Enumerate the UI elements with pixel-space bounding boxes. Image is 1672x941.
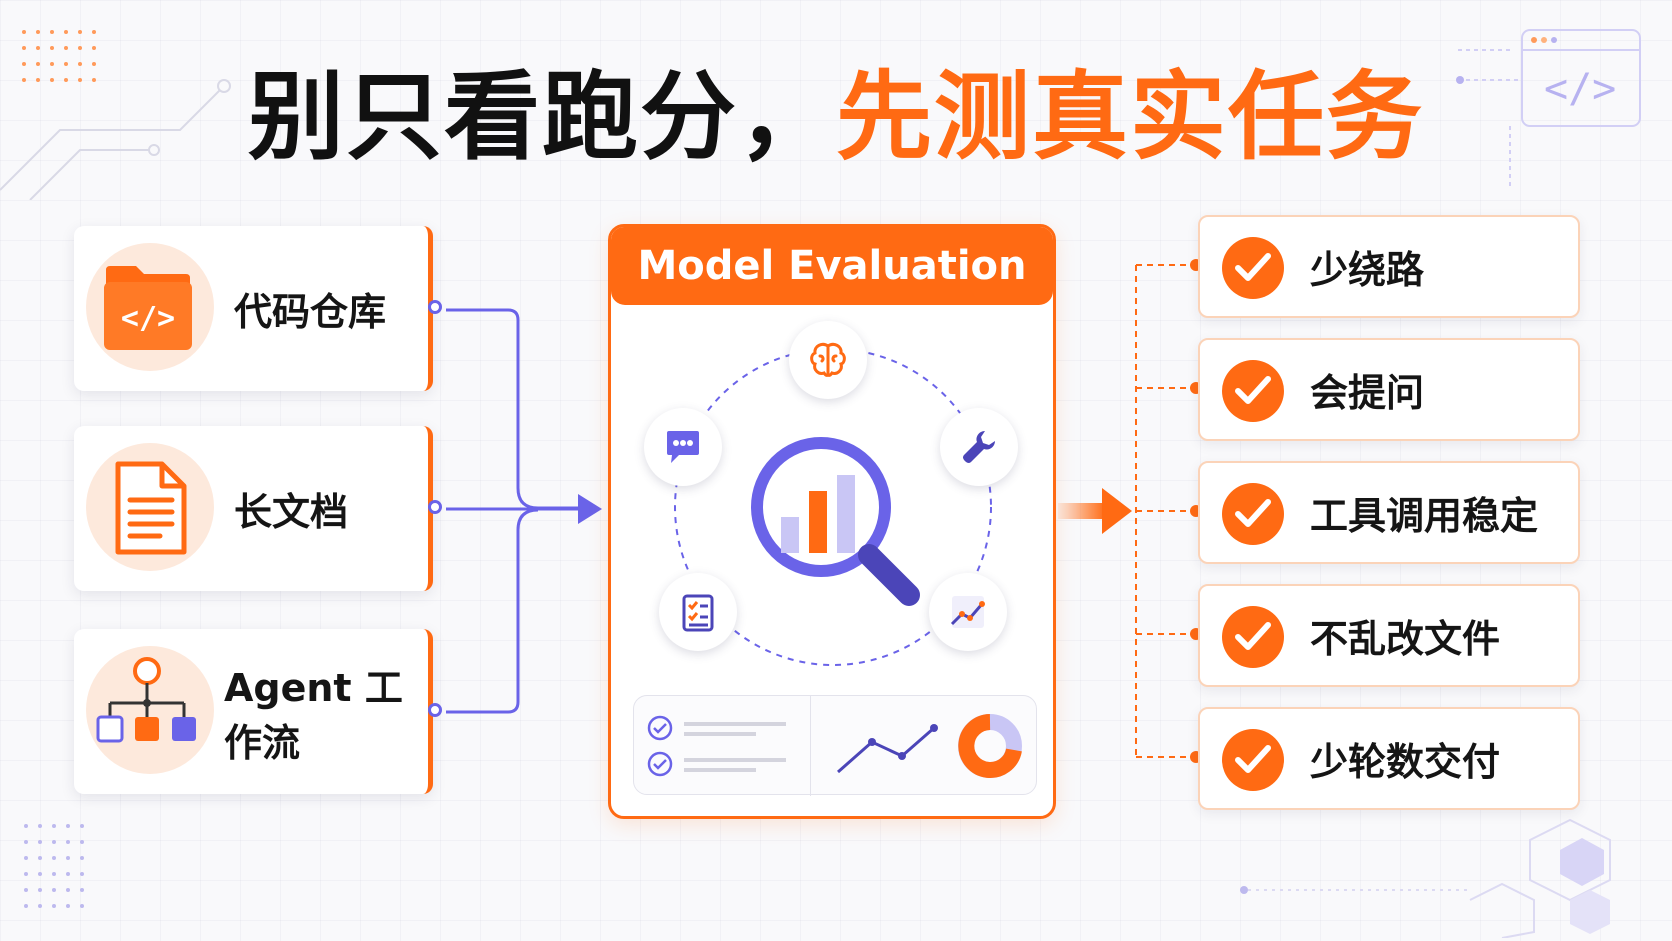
check-circle xyxy=(1222,237,1284,299)
brain-icon xyxy=(810,342,846,377)
input-label: Agent 工作流 xyxy=(224,665,403,765)
dashboard-divider xyxy=(810,696,811,796)
title-part-accent: 先测真实任务 xyxy=(836,61,1424,173)
checkmark-icon xyxy=(1235,745,1271,773)
outcome-label: 会提问 xyxy=(1310,371,1425,415)
workflow-icon xyxy=(96,657,196,743)
evaluation-output-arrow xyxy=(1058,488,1132,534)
outcome-label: 工具调用稳定 xyxy=(1310,494,1539,538)
input-label: 长文档 xyxy=(234,490,349,534)
checkmark-icon xyxy=(1235,376,1271,404)
magnifier-bar-chart-icon xyxy=(751,437,920,606)
outcome-label: 不乱改文件 xyxy=(1310,617,1501,661)
decor-code-window-top-right: </> xyxy=(1456,29,1641,186)
code-folder-icon: </> xyxy=(104,266,192,350)
node-chat xyxy=(644,408,722,486)
node-wrench xyxy=(940,408,1018,486)
outcome-card-no-random-edits: 不乱改文件 xyxy=(1198,584,1580,687)
input-card-long-doc: 长文档 xyxy=(74,426,442,591)
connector-arrow-head xyxy=(578,494,602,524)
connector-port xyxy=(428,703,442,717)
check-circle xyxy=(1222,606,1284,668)
node-trend xyxy=(929,573,1007,651)
evaluation-header: Model Evaluation xyxy=(611,227,1053,305)
connector-code-repo xyxy=(446,308,580,510)
outcome-card-stable-tool-calls: 工具调用稳定 xyxy=(1198,461,1580,564)
model-evaluation-panel: Model Evaluation xyxy=(608,224,1056,819)
decor-dots-top-left xyxy=(22,30,96,82)
connector-port xyxy=(428,300,442,314)
evaluation-dashboard xyxy=(633,695,1037,796)
outcome-label: 少绕路 xyxy=(1310,248,1425,292)
check-circle xyxy=(1222,483,1284,545)
input-label: 代码仓库 xyxy=(234,290,387,334)
checklist-icon xyxy=(682,594,714,632)
check-circle xyxy=(1222,729,1284,791)
chat-bubble-icon xyxy=(667,431,699,463)
line-chart-mini-icon xyxy=(837,724,938,774)
node-checklist xyxy=(659,573,737,651)
title-part-dark: 别只看跑分， xyxy=(248,61,836,173)
input-card-agent-workflow: Agent 工作流 xyxy=(74,629,442,794)
outcome-card-fewer-rounds: 少轮数交付 xyxy=(1198,707,1580,810)
checkmark-icon xyxy=(1235,499,1271,527)
connector-port xyxy=(428,500,442,514)
decor-cubes-bottom-right xyxy=(1240,818,1611,938)
wrench-icon xyxy=(963,431,995,463)
svg-text:</>: </> xyxy=(121,301,175,336)
checklist-mini-icon xyxy=(647,715,786,777)
decor-code-glyph: </> xyxy=(1544,66,1616,112)
outcome-card-asks-questions: 会提问 xyxy=(1198,338,1580,441)
check-circle xyxy=(1222,360,1284,422)
donut-chart-mini-icon xyxy=(958,714,1022,778)
outcome-label: 少轮数交付 xyxy=(1310,740,1501,784)
decor-dots-bottom-left xyxy=(24,824,84,908)
line-trend-icon xyxy=(950,596,985,628)
checkmark-icon xyxy=(1235,253,1271,281)
outcome-card-fewer-detours: 少绕路 xyxy=(1198,215,1580,318)
outcome-connectors xyxy=(1135,259,1202,763)
node-brain xyxy=(789,321,867,399)
checkmark-icon xyxy=(1235,622,1271,650)
input-connectors xyxy=(446,308,602,714)
input-card-code-repo: </> 代码仓库 xyxy=(74,226,442,391)
decor-circuit-lines-left xyxy=(0,79,231,200)
page-title: 别只看跑分，先测真实任务 xyxy=(0,62,1672,172)
connector-agent-workflow xyxy=(446,508,539,714)
document-icon xyxy=(115,461,187,555)
